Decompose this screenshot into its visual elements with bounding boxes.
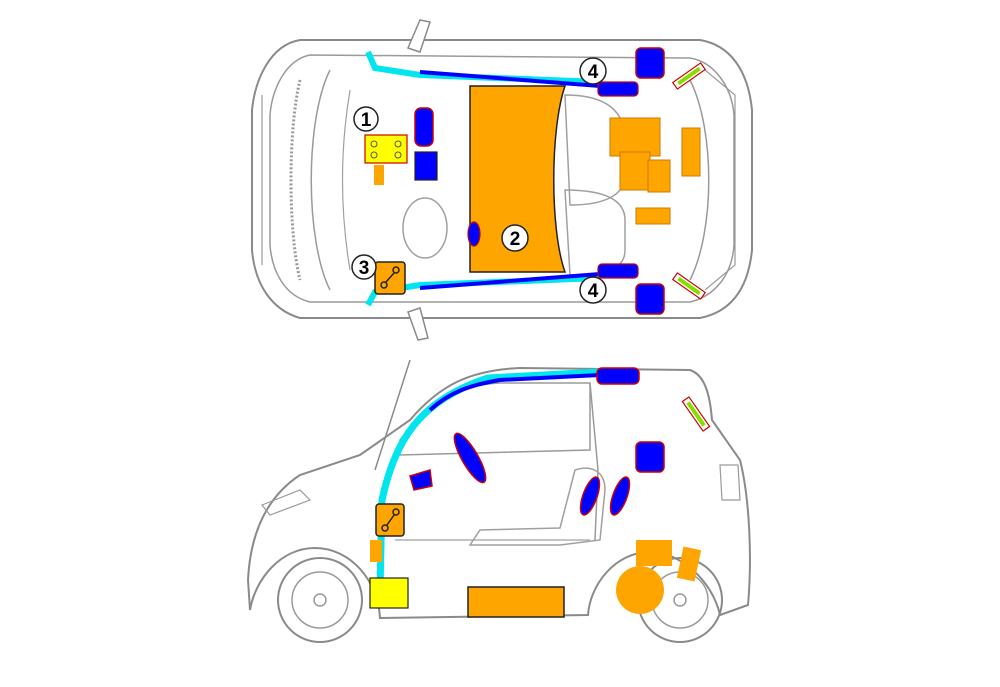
airbag-rear-top-1 [635,47,665,79]
side-airbag-roof [596,367,640,385]
side-hv-cable-front [370,540,382,562]
top-view: 1 2 3 4 4 [251,19,753,341]
top-view-body-outline [251,39,753,319]
svg-text:4: 4 [588,62,599,83]
airbag-rear-top-2 [597,81,639,97]
side-hv-component-2 [676,546,702,582]
side-airbag-knee [409,469,433,491]
airbag-rear-bottom-2 [597,263,639,279]
side-hv-battery [467,586,565,618]
svg-text:4: 4 [588,281,599,302]
callout-1: 1 [353,106,379,132]
hv-component-rear-3 [647,159,671,193]
hv-component-rear-4 [681,127,701,177]
battery-12v-top [364,134,408,164]
side-disconnect-plug-icon [381,508,400,532]
curtain-airbag-bottom [419,272,601,290]
side-view-antenna [374,359,411,471]
top-view-hood-vents [289,79,302,281]
side-view-body-outline [246,366,751,620]
airbag-knee-top [467,221,481,247]
mirror-top-icon [406,19,431,53]
callout-2: 2 [501,224,529,252]
svg-text:2: 2 [510,229,521,250]
side-airbag-seat-1 [579,476,601,516]
side-battery-12v [369,577,409,609]
airbag-rear-bottom-1 [635,283,665,315]
side-airbag-seat-2 [609,476,631,516]
battery-terminals-icon [370,140,402,159]
svg-text:1: 1 [361,110,372,131]
side-view [246,359,751,643]
mirror-bottom-icon [407,307,429,341]
top-view-steering-wheel [402,197,448,259]
svg-text:3: 3 [359,258,370,279]
hv-component-rear-5 [635,207,671,225]
top-view-windshield [310,69,331,291]
side-hv-component-1 [636,540,672,566]
curtain-airbag-top [419,70,601,88]
side-view-door [589,382,599,541]
top-view-dashboard [341,89,351,271]
hv-fuse-top [374,165,384,185]
disconnect-plug-icon [380,266,400,289]
side-hv-motor [616,566,664,614]
airbag-module-top [414,151,438,181]
side-view-window [399,382,591,456]
side-view-seat [468,467,606,546]
side-view-headlight [261,489,312,516]
side-gas-strut-icon [681,396,711,432]
top-view-rear-panel [704,69,736,291]
side-curtain-airbag [428,373,601,412]
side-view-steering-wheel [453,432,487,484]
side-airbag-rear [635,441,665,473]
hv-component-rear-2 [619,151,651,191]
airbag-steering-top [414,107,434,147]
side-roof-rail [376,368,601,591]
front-wheel-icon [277,557,363,643]
top-view-rear-window [689,79,710,281]
gas-strut-bottom-icon [671,272,707,300]
side-view-taillight [719,464,741,501]
hv-battery-top [469,85,567,273]
hv-component-rear-1 [609,117,661,157]
gas-strut-top-icon [671,62,707,90]
callout-3: 3 [351,254,377,280]
callout-4-top: 4 [579,57,607,85]
callout-4-bottom: 4 [579,276,607,304]
